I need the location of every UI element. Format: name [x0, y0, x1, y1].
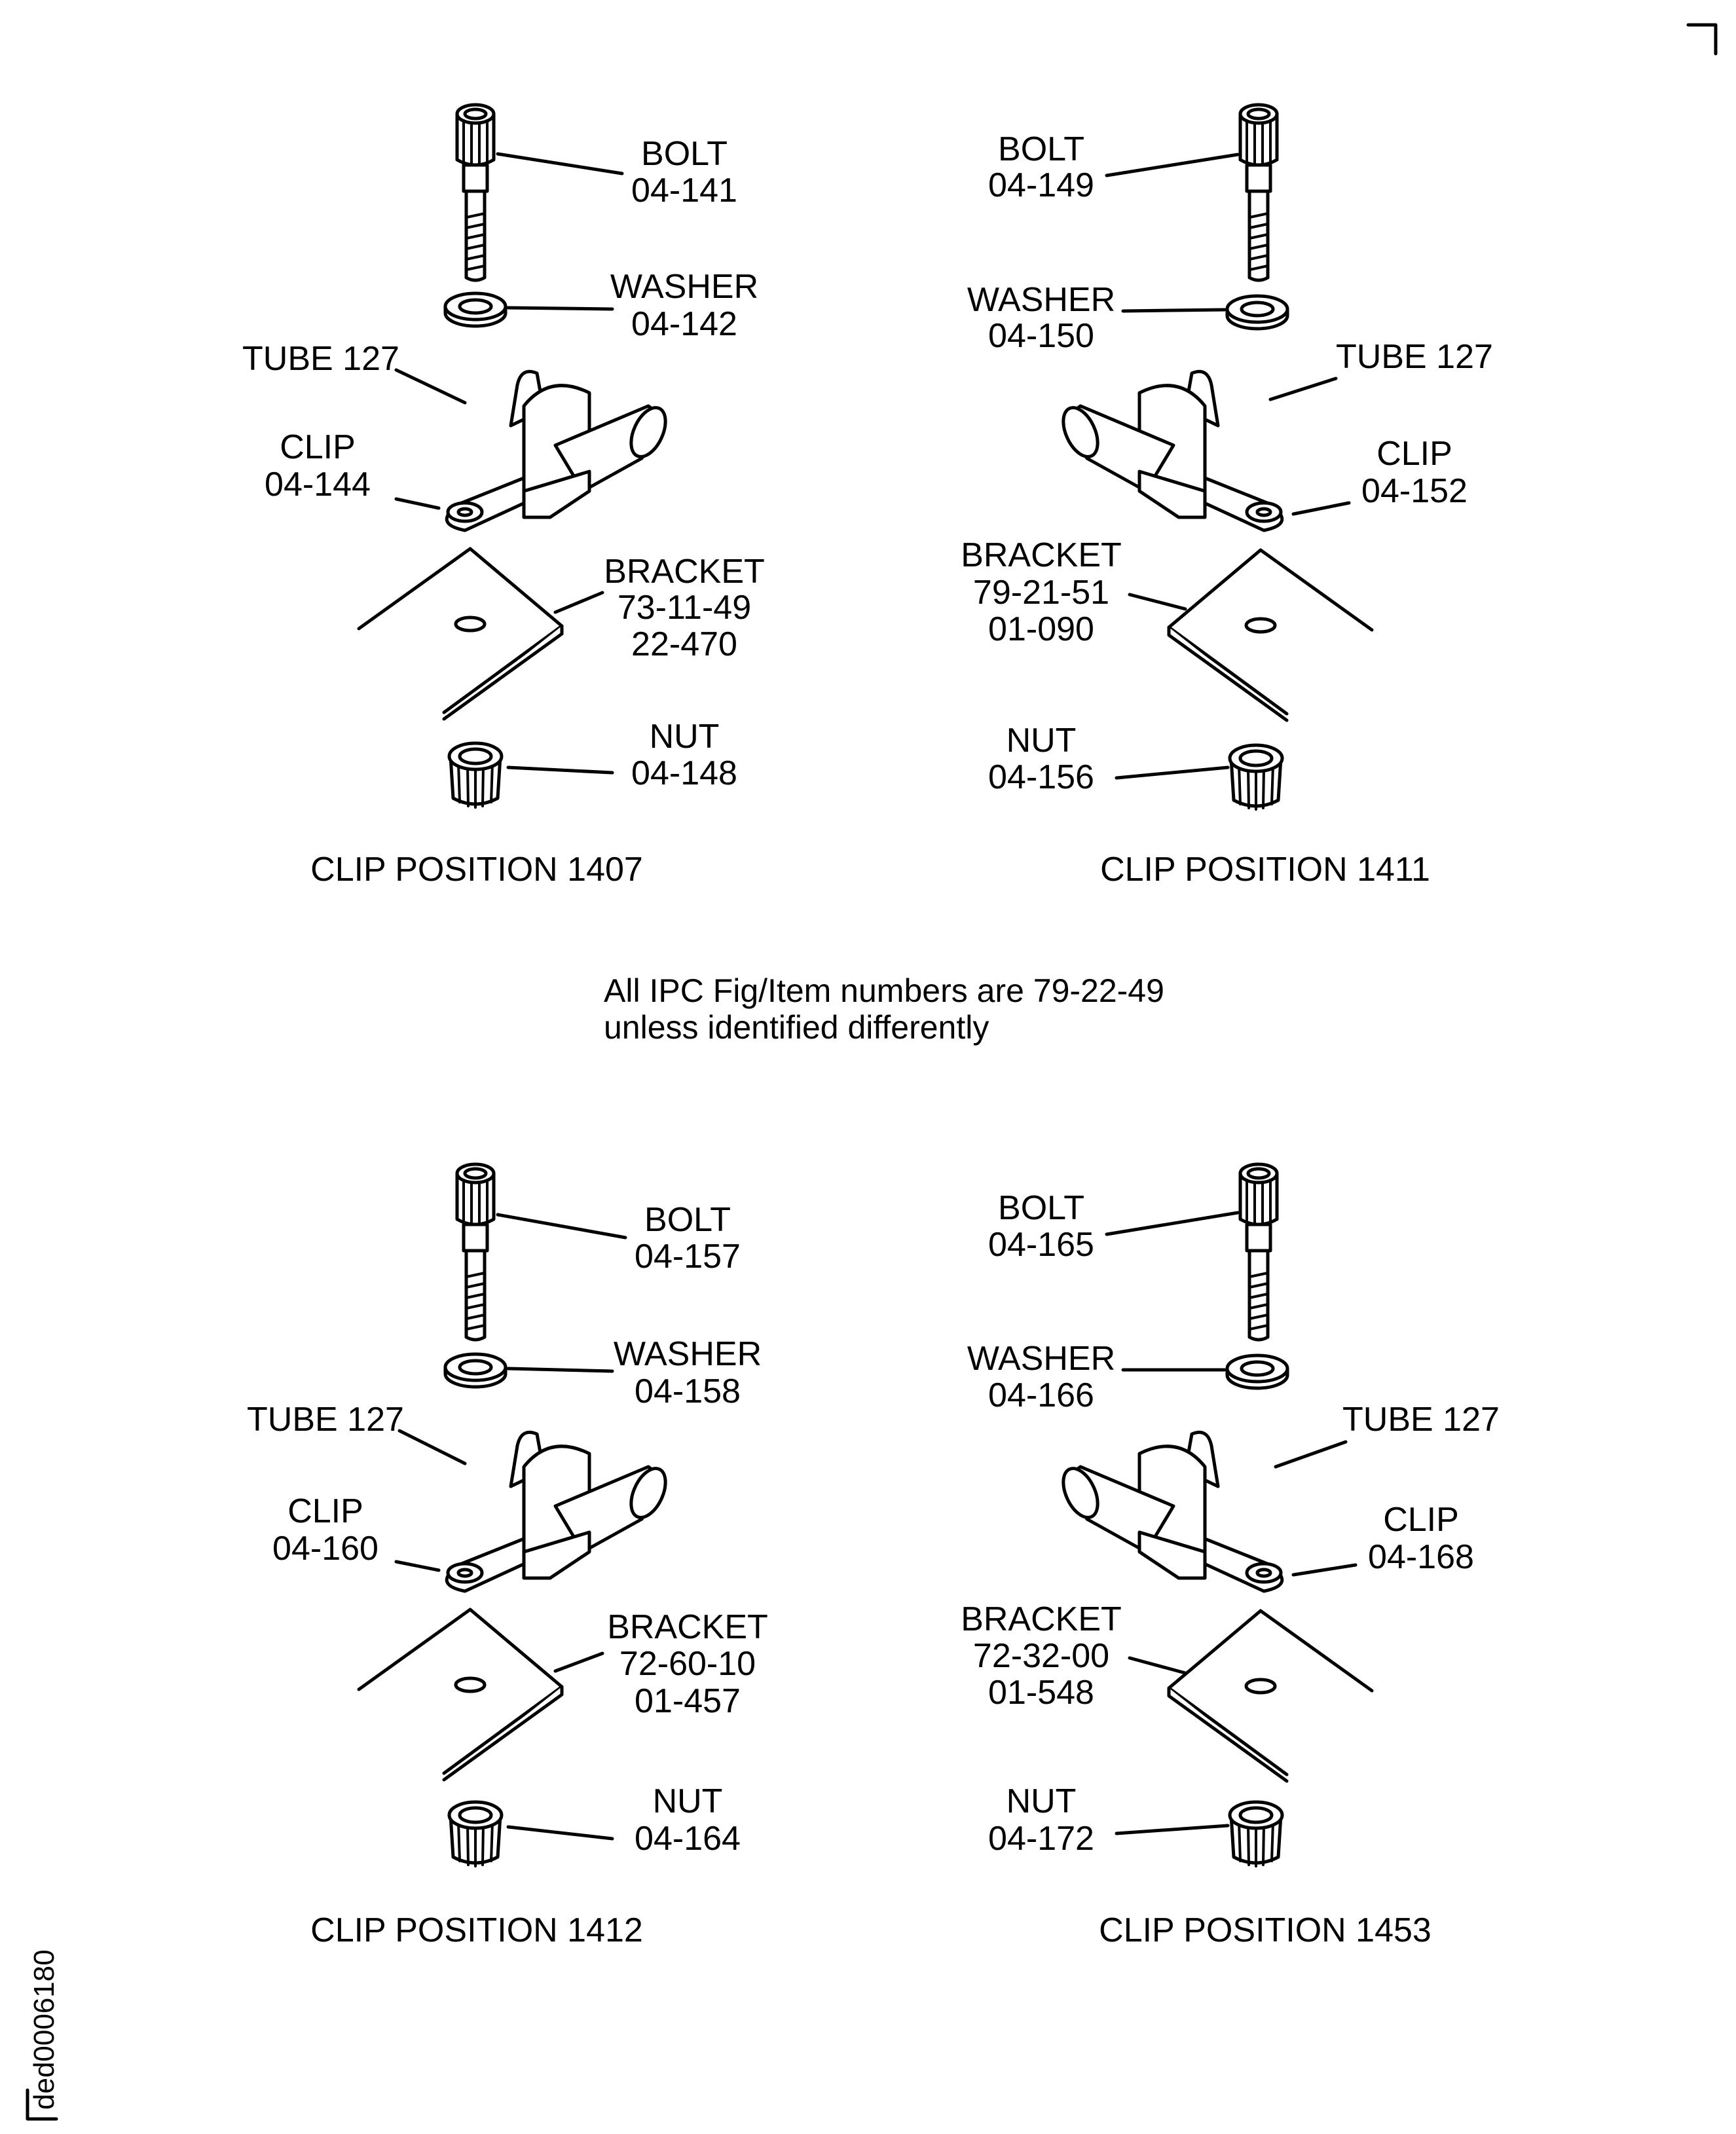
bolt-number: 04-149: [988, 166, 1094, 204]
bolt-label: BOLT: [641, 135, 728, 173]
bolt-drawing: [1240, 105, 1277, 280]
clip-drawing: [447, 371, 673, 530]
tube-label: TUBE 127: [1342, 1401, 1500, 1439]
panel-clip-1453: BOLT 04-165 WASHER 04-166 TUBE 127 CLIP …: [961, 1164, 1500, 1949]
bracket-label: BRACKET: [961, 1600, 1122, 1638]
nut-drawing: [1230, 745, 1282, 809]
bracket-label: BRACKET: [607, 1608, 768, 1646]
panel-caption: CLIP POSITION 1411: [1100, 851, 1430, 889]
bolt-drawing: [1240, 1164, 1277, 1340]
note-line-1: All IPC Fig/Item numbers are 79-22-49: [604, 972, 1164, 1009]
washer-number: 04-166: [988, 1376, 1094, 1414]
clip-number: 04-144: [265, 466, 371, 504]
clip-drawing: [1056, 1432, 1282, 1591]
bracket-drawing: [359, 549, 562, 719]
bracket-ata: 79-21-51: [973, 574, 1109, 612]
nut-number: 04-156: [988, 758, 1094, 796]
bracket-drawing: [1169, 1611, 1372, 1781]
bracket-ata: 73-11-49: [618, 589, 751, 627]
clip-number: 04-160: [272, 1530, 379, 1568]
bolt-drawing: [457, 105, 494, 280]
washer-label: WASHER: [610, 268, 758, 306]
bolt-label: BOLT: [644, 1201, 731, 1239]
nut-label: NUT: [650, 718, 720, 756]
bolt-label: BOLT: [998, 130, 1084, 168]
clip-label: CLIP: [1376, 435, 1452, 473]
panel-caption: CLIP POSITION 1412: [310, 1911, 643, 1949]
clip-drawing: [1056, 371, 1282, 530]
clip-label: CLIP: [1383, 1501, 1459, 1539]
tube-label: TUBE 127: [1336, 338, 1493, 376]
figure-code: ded0006180: [28, 1949, 60, 2110]
clip-label: CLIP: [280, 428, 356, 466]
bracket-number: 01-548: [988, 1674, 1094, 1712]
bracket-drawing: [359, 1610, 562, 1780]
washer-number: 04-142: [631, 305, 737, 343]
clip-number: 04-168: [1368, 1538, 1474, 1576]
washer-drawing: [1227, 296, 1287, 329]
bracket-number: 22-470: [631, 625, 737, 663]
nut-number: 04-172: [988, 1820, 1094, 1858]
panel-clip-1412: BOLT 04-157 WASHER 04-158 TUBE 127 CLIP …: [247, 1164, 768, 1949]
washer-number: 04-158: [635, 1372, 741, 1410]
nut-drawing: [1230, 1802, 1282, 1866]
panel-clip-1411: BOLT 04-149 WASHER 04-150 TUBE 127 CLIP …: [961, 105, 1493, 889]
washer-number: 04-150: [988, 317, 1094, 355]
bracket-drawing: [1169, 550, 1372, 720]
washer-label: WASHER: [614, 1335, 762, 1373]
panel-caption: CLIP POSITION 1407: [310, 851, 643, 889]
bracket-ata: 72-32-00: [973, 1637, 1109, 1675]
nut-number: 04-148: [631, 754, 737, 792]
bracket-ata: 72-60-10: [619, 1645, 756, 1683]
clip-drawing: [447, 1432, 673, 1591]
bolt-label: BOLT: [998, 1189, 1084, 1227]
washer-drawing: [445, 1354, 506, 1387]
bracket-label: BRACKET: [604, 553, 765, 591]
clip-number: 04-152: [1361, 472, 1468, 510]
nut-drawing: [449, 743, 502, 807]
bolt-drawing: [457, 1164, 494, 1340]
corner-mark-top-right: [1686, 23, 1718, 56]
washer-label: WASHER: [967, 281, 1115, 319]
bolt-number: 04-157: [635, 1238, 741, 1276]
tube-label: TUBE 127: [247, 1401, 404, 1439]
washer-drawing: [1227, 1355, 1287, 1388]
ipc-note: All IPC Fig/Item numbers are 79-22-49 un…: [604, 972, 1164, 1046]
corner-mark-bottom-left: [26, 2088, 58, 2121]
bolt-number: 04-141: [631, 172, 737, 210]
bolt-number: 04-165: [988, 1226, 1094, 1264]
tube-label: TUBE 127: [242, 340, 399, 378]
nut-label: NUT: [1007, 722, 1077, 760]
nut-label: NUT: [1007, 1782, 1077, 1820]
bracket-number: 01-090: [988, 610, 1094, 648]
bracket-number: 01-457: [635, 1682, 741, 1720]
nut-label: NUT: [653, 1782, 723, 1820]
panel-clip-1407: BOLT 04-141 WASHER 04-142 TUBE 127 CLIP …: [242, 105, 765, 889]
nut-drawing: [449, 1802, 502, 1866]
washer-drawing: [445, 293, 506, 326]
panel-caption: CLIP POSITION 1453: [1099, 1911, 1431, 1949]
note-line-2: unless identified differently: [604, 1009, 989, 1046]
clip-label: CLIP: [287, 1492, 363, 1530]
bracket-label: BRACKET: [961, 536, 1122, 574]
washer-label: WASHER: [967, 1340, 1115, 1378]
nut-number: 04-164: [635, 1820, 741, 1858]
